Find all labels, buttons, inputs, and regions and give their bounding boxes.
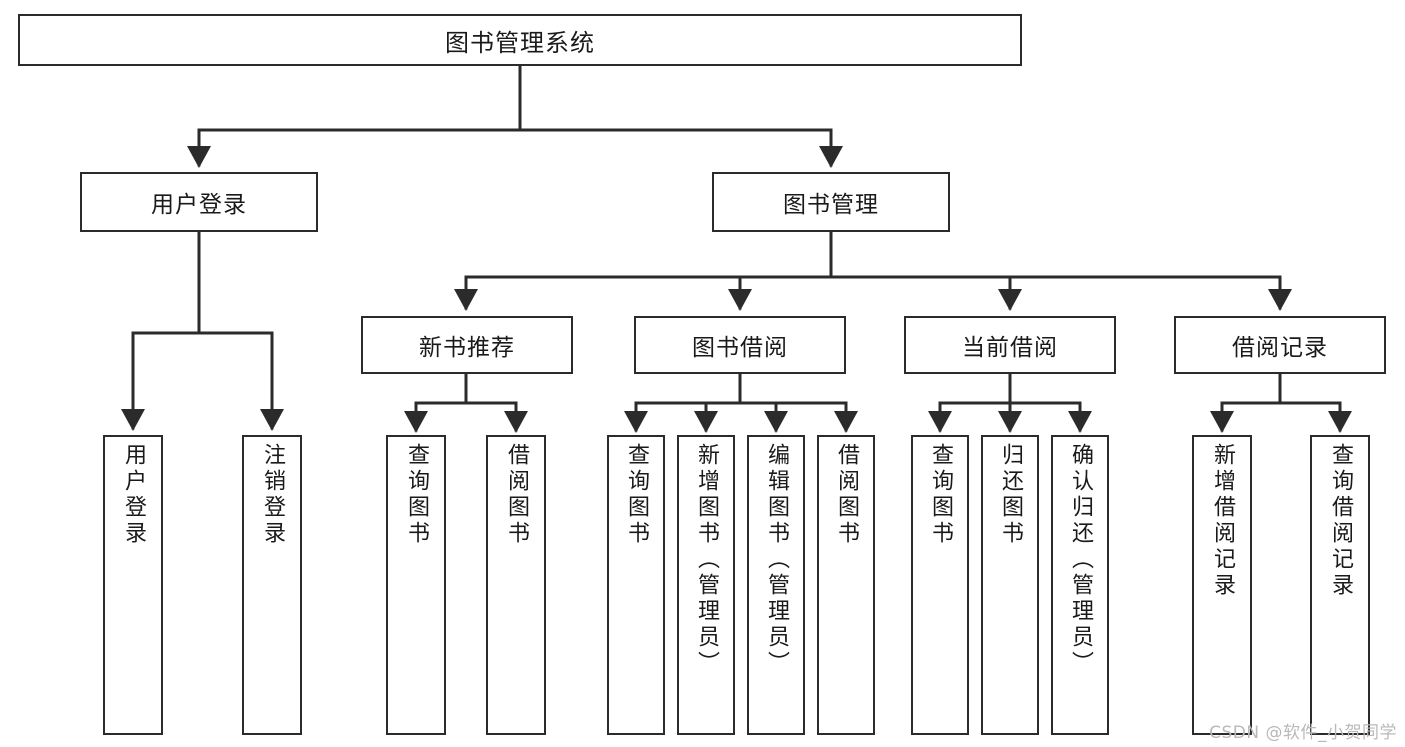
node-label: 归还图书 (998, 443, 1023, 547)
node-root-system[interactable]: 图书管理系统 (18, 14, 1022, 66)
node-label: 图书管理系统 (445, 28, 595, 57)
node-leaf-logout[interactable]: 注销登录 (242, 435, 302, 735)
node-label: 图书管理 (783, 192, 879, 218)
node-label: 编辑图书（管理员） (764, 443, 789, 677)
node-leaf-add-record[interactable]: 新增借阅记录 (1192, 435, 1252, 735)
node-label: 查询借阅记录 (1328, 443, 1353, 599)
node-leaf-borrow-book-2[interactable]: 借阅图书 (817, 435, 875, 735)
node-current-borrow[interactable]: 当前借阅 (904, 316, 1116, 374)
node-leaf-add-book[interactable]: 新增图书（管理员） (677, 435, 735, 735)
node-label: 查询图书 (404, 443, 429, 547)
node-label: 借阅图书 (504, 443, 529, 547)
node-book-manage[interactable]: 图书管理 (712, 172, 950, 232)
node-leaf-confirm-return[interactable]: 确认归还（管理员） (1051, 435, 1109, 735)
node-label: 当前借阅 (962, 335, 1058, 361)
node-label: 借阅图书 (834, 443, 859, 547)
node-user-login[interactable]: 用户登录 (80, 172, 318, 232)
node-leaf-query-book-1[interactable]: 查询图书 (386, 435, 446, 735)
node-leaf-query-book-3[interactable]: 查询图书 (911, 435, 969, 735)
node-leaf-return-book[interactable]: 归还图书 (981, 435, 1039, 735)
node-leaf-query-book-2[interactable]: 查询图书 (607, 435, 665, 735)
node-label: 注销登录 (260, 443, 285, 547)
node-label: 用户登录 (151, 192, 247, 218)
node-borrow-record[interactable]: 借阅记录 (1174, 316, 1386, 374)
node-label: 查询图书 (928, 443, 953, 547)
node-label: 新增借阅记录 (1210, 443, 1235, 599)
node-leaf-borrow-book-1[interactable]: 借阅图书 (486, 435, 546, 735)
node-label: 新书推荐 (419, 335, 515, 361)
node-label: 借阅记录 (1232, 335, 1328, 361)
node-label: 图书借阅 (692, 335, 788, 361)
node-label: 新增图书（管理员） (694, 443, 719, 677)
node-leaf-user-login[interactable]: 用户登录 (103, 435, 163, 735)
node-book-borrow[interactable]: 图书借阅 (634, 316, 846, 374)
node-label: 用户登录 (121, 443, 146, 547)
node-leaf-edit-book[interactable]: 编辑图书（管理员） (747, 435, 805, 735)
node-label: 确认归还（管理员） (1068, 443, 1093, 677)
node-leaf-query-record[interactable]: 查询借阅记录 (1310, 435, 1370, 735)
node-label: 查询图书 (624, 443, 649, 547)
node-new-book-rec[interactable]: 新书推荐 (361, 316, 573, 374)
